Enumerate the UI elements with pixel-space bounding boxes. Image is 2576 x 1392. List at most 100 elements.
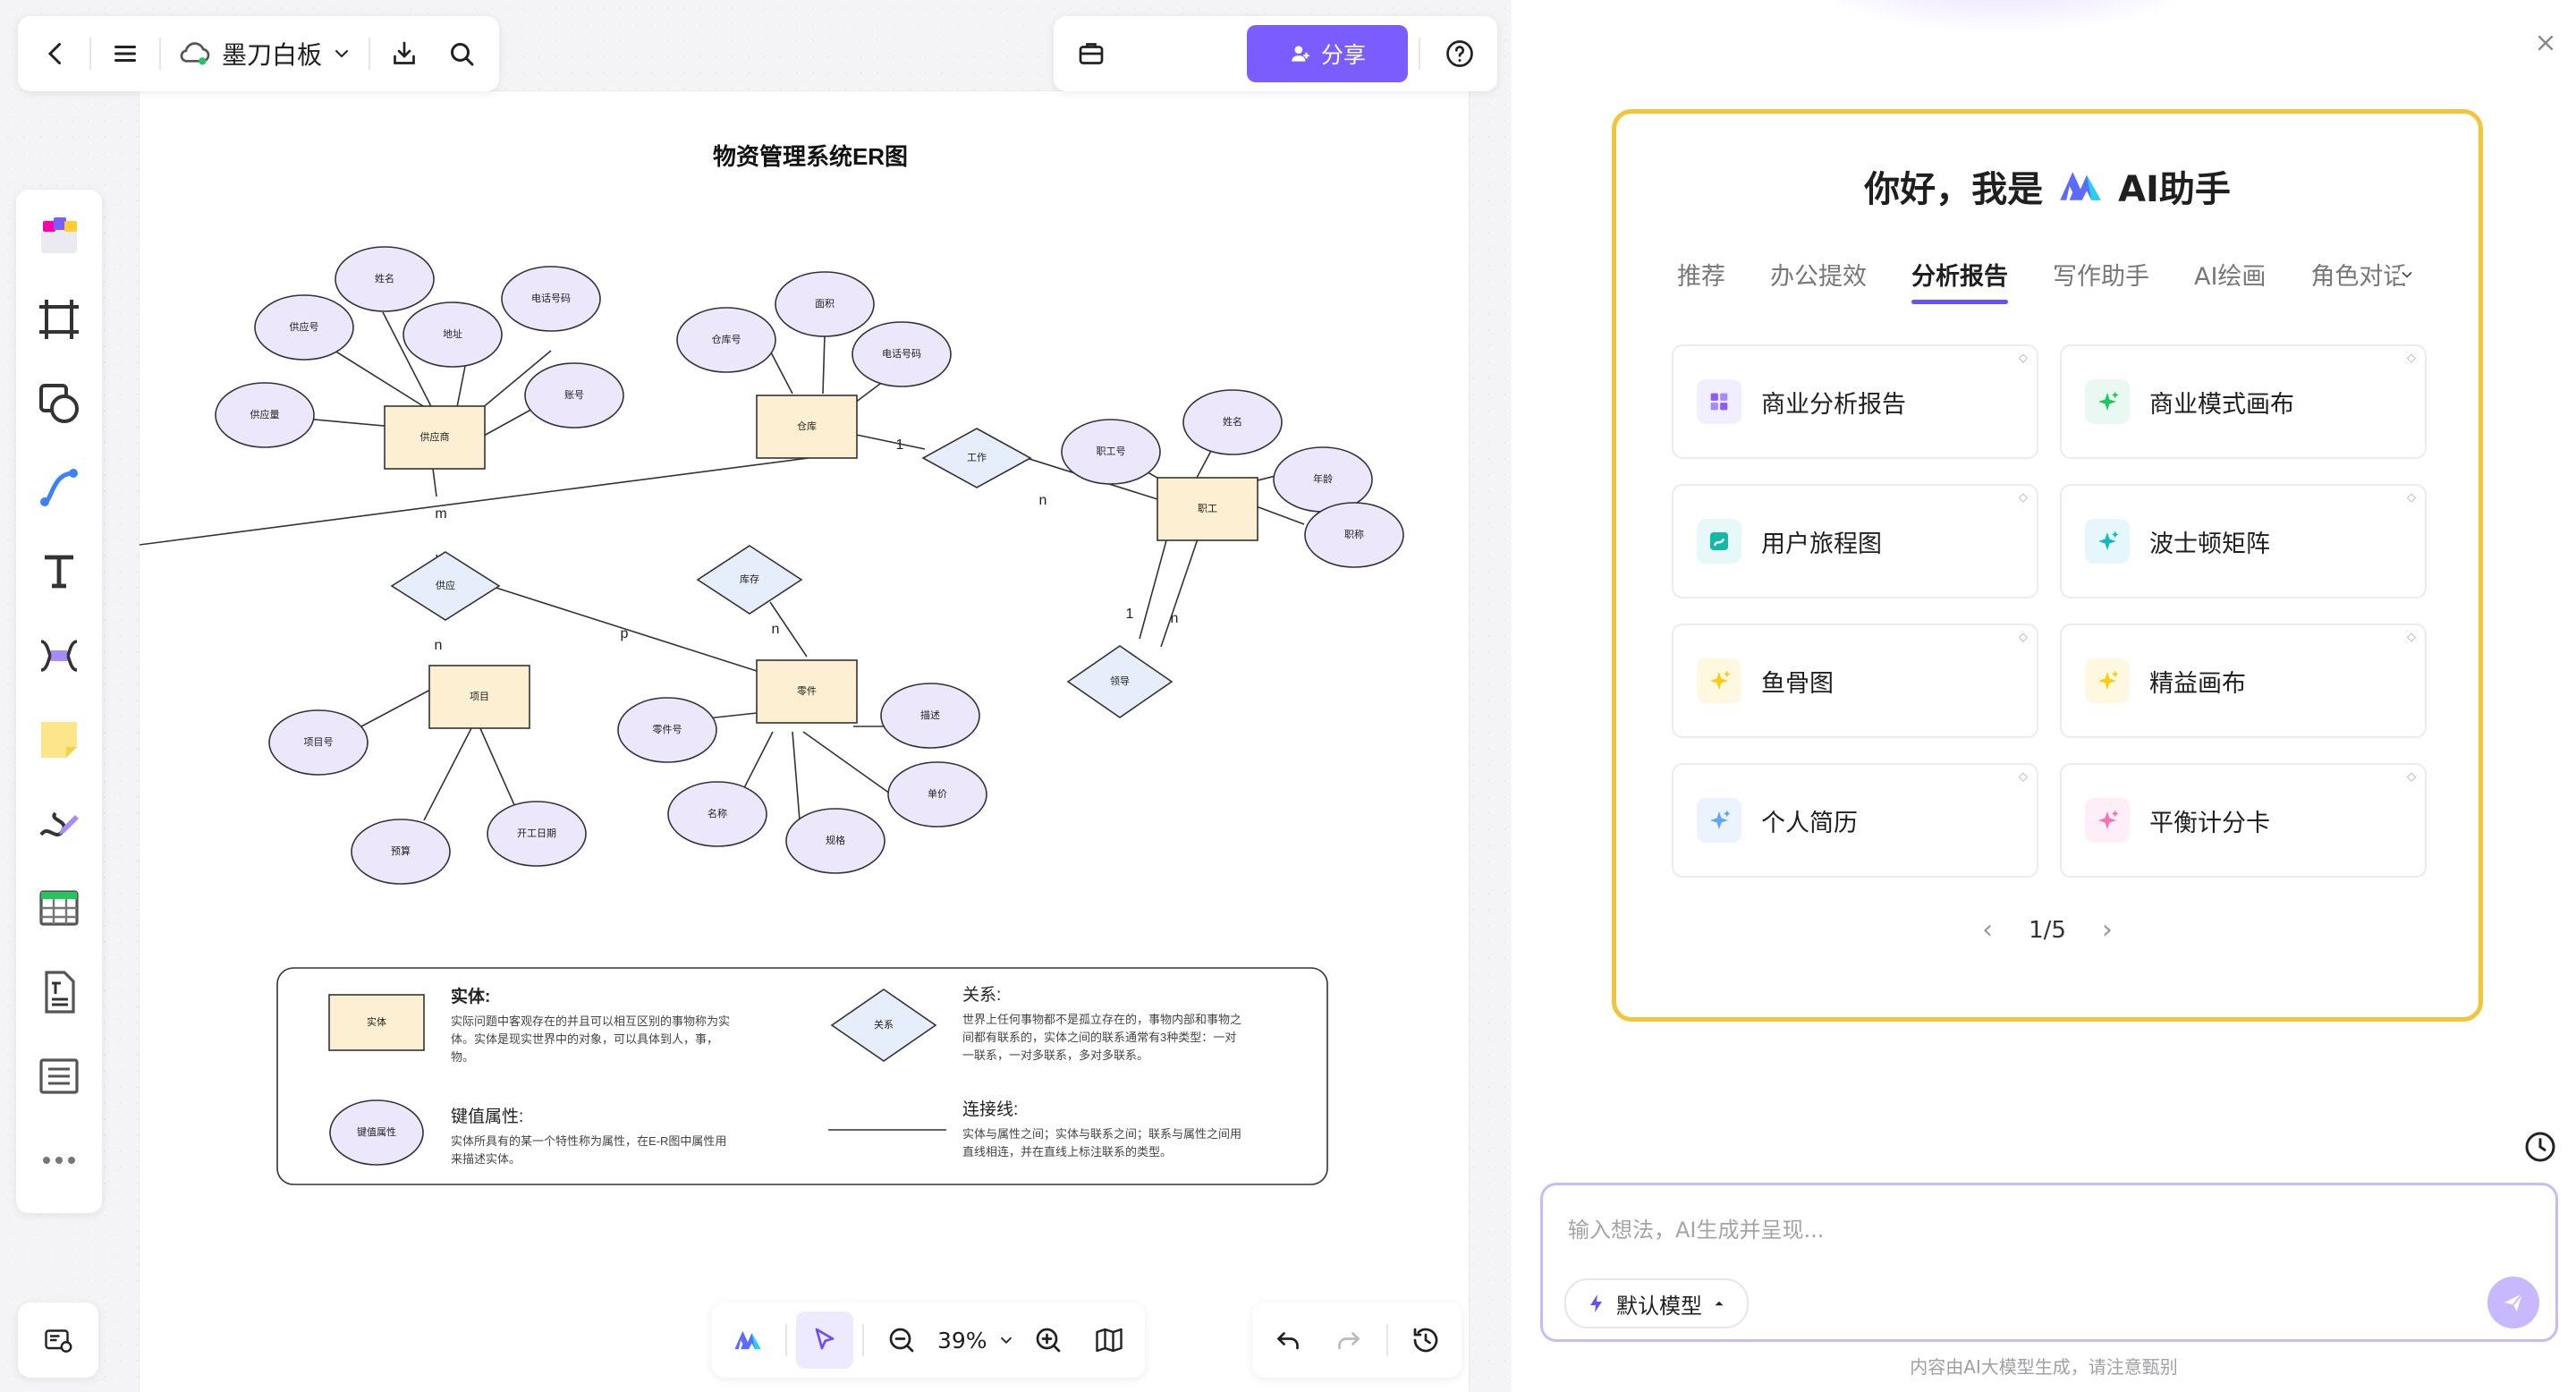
toolbox-button[interactable] xyxy=(1063,25,1120,82)
template-tool[interactable] xyxy=(23,199,95,271)
close-panel-button[interactable] xyxy=(2524,21,2567,64)
undo-button[interactable] xyxy=(1259,1311,1317,1369)
canvas-info-button[interactable] xyxy=(30,1311,87,1369)
text-icon xyxy=(45,555,73,589)
attr-project-startdate[interactable]: 开工日期 xyxy=(487,801,587,867)
prompt-input[interactable]: 输入想法，AI生成并呈现... xyxy=(1568,1218,1825,1243)
list-tool[interactable] xyxy=(23,1040,95,1112)
entity-employee[interactable]: 职工 xyxy=(1157,477,1258,541)
attr-employee-name[interactable]: 姓名 xyxy=(1182,389,1283,455)
relation-stock[interactable]: 库存 xyxy=(696,545,803,615)
template-boston-matrix[interactable]: 波士顿矩阵◇ xyxy=(2060,484,2427,598)
legend-relation-desc: 间都有联系的，实体之间的联系通常有3种类型：一对 xyxy=(962,1031,1236,1044)
more-tools-button[interactable] xyxy=(23,1125,95,1196)
download-button[interactable] xyxy=(376,25,433,82)
doc-title-dropdown[interactable]: 墨刀白板 xyxy=(166,25,363,82)
entity-project[interactable]: 项目 xyxy=(428,665,530,729)
attr-part-id[interactable]: 零件号 xyxy=(617,697,717,763)
prompt-input-box[interactable]: 输入想法，AI生成并呈现... 默认模型 xyxy=(1540,1183,2558,1342)
shape-tool[interactable] xyxy=(23,368,95,439)
entity-supplier[interactable]: 供应商 xyxy=(384,405,486,470)
attr-employee-id[interactable]: 职工号 xyxy=(1061,419,1161,485)
search-button[interactable] xyxy=(433,25,490,82)
tab-writing[interactable]: 写作助手 xyxy=(2053,263,2149,291)
tab-ai-painting[interactable]: AI绘画 xyxy=(2194,263,2267,291)
attr-supplier-id[interactable]: 供应号 xyxy=(254,294,354,361)
document-tool[interactable] xyxy=(23,956,95,1028)
next-page-button[interactable]: › xyxy=(2101,914,2113,946)
top-right-toolbar: 分享 xyxy=(1054,16,1497,91)
chevron-left-icon xyxy=(47,43,61,64)
frame-tool[interactable] xyxy=(23,284,95,355)
help-button[interactable] xyxy=(1431,25,1488,82)
model-selector[interactable]: 默认模型 xyxy=(1564,1278,1749,1328)
svg-text:职工: 职工 xyxy=(1198,503,1217,514)
attr-supplier-phone[interactable]: 电话号码 xyxy=(501,266,601,332)
sparkle-icon xyxy=(1697,658,1741,703)
version-history-button[interactable] xyxy=(1397,1311,1454,1369)
table-tool[interactable] xyxy=(23,872,95,944)
attr-part-spec[interactable]: 规格 xyxy=(785,808,886,874)
attr-employee-age[interactable]: 年龄 xyxy=(1273,446,1373,513)
attr-supplier-address[interactable]: 地址 xyxy=(402,301,503,368)
relation-work[interactable]: 工作 xyxy=(921,428,1032,488)
back-button[interactable] xyxy=(27,25,84,82)
svg-text:职称: 职称 xyxy=(1344,528,1364,540)
attr-warehouse-id[interactable]: 仓库号 xyxy=(676,307,776,373)
attr-employee-title[interactable]: 职称 xyxy=(1304,502,1404,568)
menu-button[interactable] xyxy=(97,25,154,82)
zoom-in-button[interactable] xyxy=(1020,1311,1077,1369)
legend[interactable]: 实体 实体: 实际问题中客观存在的并且可以相互区别的事物称为实 体。实体是现实世… xyxy=(276,967,1328,1185)
share-button[interactable]: 分享 xyxy=(1247,25,1408,82)
attr-project-id[interactable]: 项目号 xyxy=(268,709,369,776)
tab-recommend[interactable]: 推荐 xyxy=(1677,263,1725,291)
template-fishbone[interactable]: 鱼骨图◇ xyxy=(1672,624,2038,738)
attr-part-price[interactable]: 单价 xyxy=(887,761,987,828)
attr-supplier-qty[interactable]: 供应量 xyxy=(215,382,315,448)
template-user-journey[interactable]: 用户旅程图◇ xyxy=(1672,484,2038,598)
attr-warehouse-area[interactable]: 面积 xyxy=(775,271,875,337)
prev-page-button[interactable]: ‹ xyxy=(1982,914,1994,946)
svg-text:领导: 领导 xyxy=(1110,675,1130,687)
zoom-level-dropdown[interactable]: 39% xyxy=(934,1328,1016,1354)
attr-warehouse-phone[interactable]: 电话号码 xyxy=(852,321,952,387)
send-button[interactable] xyxy=(2487,1277,2539,1328)
tab-analysis-report[interactable]: 分析报告 xyxy=(1911,257,2008,304)
grid-icon xyxy=(1697,379,1741,424)
template-lean-canvas[interactable]: 精益画布◇ xyxy=(2060,624,2427,738)
attr-part-desc[interactable]: 描述 xyxy=(880,683,980,749)
zoom-in-icon xyxy=(1036,1328,1060,1353)
template-business-model-canvas[interactable]: 商业模式画布◇ xyxy=(2060,344,2427,459)
chat-history-button[interactable] xyxy=(2522,1129,2558,1165)
pagination: ‹ 1/5 › xyxy=(1616,914,2479,946)
select-tool-button[interactable] xyxy=(796,1311,853,1369)
zoom-out-button[interactable] xyxy=(873,1311,930,1369)
template-business-analysis[interactable]: 商业分析报告◇ xyxy=(1672,344,2038,459)
ai-assistant-button[interactable] xyxy=(719,1311,776,1369)
template-balanced-scorecard[interactable]: 平衡计分卡◇ xyxy=(2060,763,2427,878)
connector-tool[interactable] xyxy=(23,452,95,523)
er-diagram[interactable]: 物资管理系统ER图 xyxy=(140,91,1469,1201)
attr-part-name[interactable]: 名称 xyxy=(667,781,767,847)
svg-text:开工日期: 开工日期 xyxy=(517,828,556,839)
attr-project-budget[interactable]: 预算 xyxy=(351,819,451,885)
pen-tool[interactable] xyxy=(23,788,95,860)
tab-office[interactable]: 办公提效 xyxy=(1770,263,1867,291)
relation-lead[interactable]: 领导 xyxy=(1066,645,1174,718)
redo-button[interactable] xyxy=(1320,1311,1377,1369)
tab-role-chat[interactable]: 角色对话 xyxy=(2310,257,2417,292)
relation-supply[interactable]: 供应 xyxy=(390,551,501,621)
tool-palette xyxy=(16,190,102,1213)
minimap-button[interactable] xyxy=(1080,1311,1138,1369)
attr-supplier-name[interactable]: 姓名 xyxy=(335,246,435,312)
attr-supplier-account[interactable]: 账号 xyxy=(524,362,624,429)
sticky-note-tool[interactable] xyxy=(23,704,95,776)
svg-text:供应量: 供应量 xyxy=(250,408,280,420)
text-tool[interactable] xyxy=(23,536,95,607)
whiteboard-canvas[interactable]: 物资管理系统ER图 xyxy=(0,0,1512,1392)
template-resume[interactable]: 个人简历◇ xyxy=(1672,763,2038,878)
entity-part[interactable]: 零件 xyxy=(756,659,858,724)
mindmap-tool[interactable] xyxy=(23,620,95,692)
entity-warehouse[interactable]: 仓库 xyxy=(756,395,858,459)
legend-relation-box: 关系 xyxy=(874,1018,894,1031)
